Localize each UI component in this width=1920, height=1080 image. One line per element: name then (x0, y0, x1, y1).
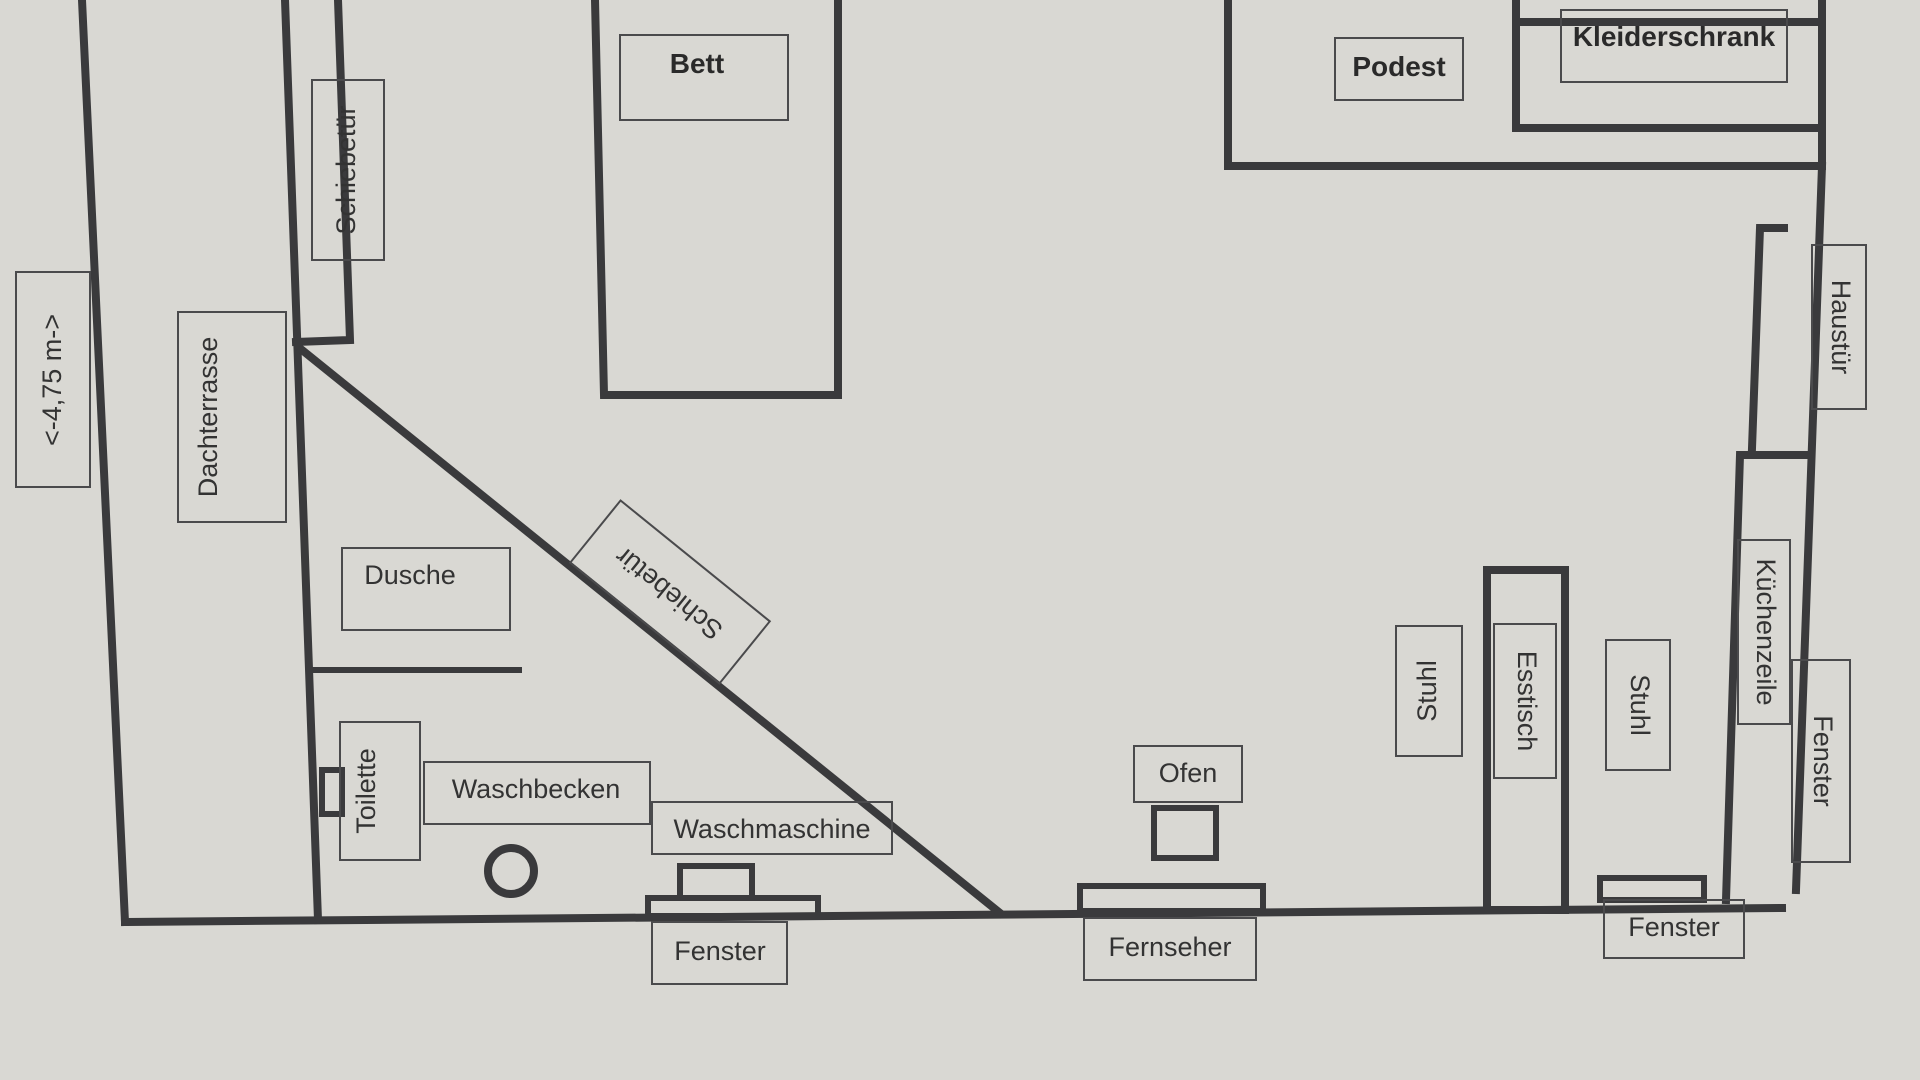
round-drain (484, 844, 538, 898)
label-dachterrasse: Dachterrasse (177, 311, 287, 523)
oven-unit (1151, 805, 1219, 861)
ofen-label: Ofen (1159, 758, 1218, 788)
waschbecken-label: Waschbecken (452, 774, 621, 804)
label-dusche: Dusche (341, 547, 511, 631)
label-fenster-bottom-right: Fenster (1603, 899, 1745, 959)
toilet-tank (319, 767, 345, 817)
label-stuhl-left: Stuhl (1395, 625, 1463, 757)
label-waschmaschine: Waschmaschine (651, 801, 893, 855)
diagonal-wall (296, 344, 1006, 919)
haustuer-label: Haustür (1826, 280, 1856, 375)
dusche-label: Dusche (364, 560, 456, 590)
label-ofen: Ofen (1133, 745, 1243, 803)
podest-wall (1224, 0, 1826, 170)
stuhl-left-label: Stuhl (1412, 660, 1442, 722)
label-waschbecken: Waschbecken (423, 761, 651, 825)
label-podest: Podest (1334, 37, 1464, 101)
bathroom-left-wall (280, 0, 323, 925)
label-kleiderschrank: Kleiderschrank (1560, 9, 1788, 83)
bed-outline (590, 0, 842, 399)
walls (77, 0, 1827, 927)
bett-label: Bett (670, 48, 724, 79)
label-kuechenzeile: Küchenzeile (1737, 539, 1791, 725)
esstisch-label: Esstisch (1512, 651, 1542, 752)
label-fernseher: Fernseher (1083, 917, 1257, 981)
fenster-right-side-label: Fenster (1808, 715, 1838, 807)
label-schiebetuer-top: Schiebetür (311, 79, 385, 261)
window-sill-right (1597, 875, 1707, 903)
label-toilette: Toilette (339, 721, 421, 861)
fenster-left-label: Fenster (674, 936, 766, 966)
door-frame (1747, 224, 1788, 453)
kitchen-counter (1721, 451, 1809, 905)
label-fenster-left: Fenster (651, 921, 788, 985)
fenster-bottom-right-label: Fenster (1628, 912, 1720, 942)
wardrobe-outline (1512, 0, 1822, 132)
schiebetuer-top-label: Schiebetür (331, 105, 361, 234)
kleiderschrank-label: Kleiderschrank (1573, 21, 1776, 52)
podest-label: Podest (1352, 51, 1445, 82)
dachterrasse-label: Dachterrasse (193, 337, 223, 498)
label-bett: Bett (619, 34, 789, 121)
window-frame-left (677, 863, 755, 901)
label-fenster-right-side: Fenster (1791, 659, 1851, 863)
tv-stand (1077, 883, 1266, 914)
waschmaschine-label: Waschmaschine (673, 814, 870, 844)
schiebetuer-diagonal-label: Schiebetür (609, 541, 728, 646)
sliding-door-niche (291, 0, 355, 347)
outer-right-wall (1791, 161, 1827, 895)
label-stuhl-right: Stuhl (1605, 639, 1671, 771)
label-haustuer: Haustür (1811, 244, 1867, 410)
stuhl-right-label: Stuhl (1625, 674, 1655, 736)
dimension-label: <-4,75 m-> (37, 314, 67, 446)
outer-left-wall (77, 0, 130, 927)
label-esstisch: Esstisch (1493, 623, 1557, 779)
label-dimension: <-4,75 m-> (15, 271, 91, 488)
toilette-label: Toilette (351, 748, 381, 834)
kuechenzeile-label: Küchenzeile (1751, 558, 1781, 705)
fernseher-label: Fernseher (1108, 932, 1231, 962)
dining-table (1483, 566, 1569, 914)
